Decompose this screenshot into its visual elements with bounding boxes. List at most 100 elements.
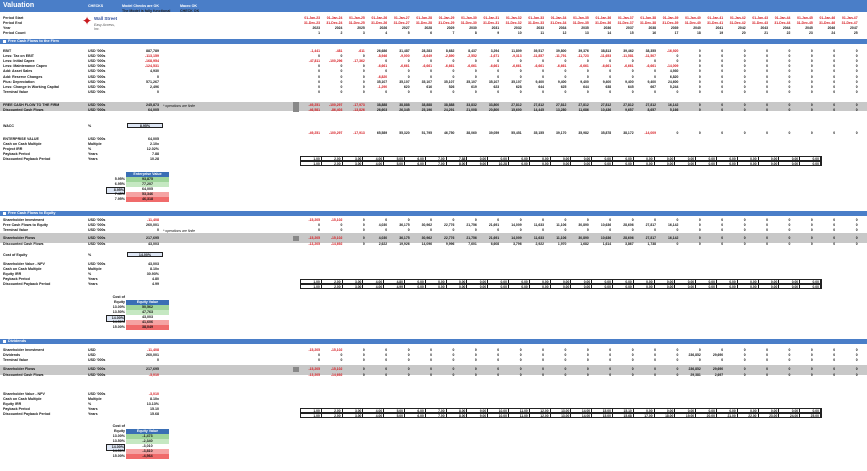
period-value-cell: 0 [564,367,567,371]
section-dividends[interactable]: Dividends [0,339,867,344]
period-value-cell: 0 [340,84,343,89]
period-value-cell: 0 [385,69,388,74]
period-value-cell: 0 [407,348,410,352]
period-value-cell: -1,441 [310,49,320,53]
row-unit: USD '000s [88,79,106,84]
period-value-cell: 0 [474,228,477,233]
payback-cell: 15.00 [592,414,613,418]
section-fcff[interactable]: Free Cash Flows to the Firm [0,39,867,44]
period-value-cell: 0 [833,223,836,228]
period-value-cell: 0 [743,348,746,352]
period-value-cell: 1,738 [647,242,657,246]
period-value-cell: 0 [788,348,791,352]
row-total: 7.88 [152,152,159,157]
wacc-flow-cell: 35,982 [578,131,589,135]
period-value-cell: 0 [362,358,365,363]
period-value-cell: 22,776 [444,236,455,240]
period-value-cell: 0 [676,242,679,246]
period-value-cell: 0 [586,367,589,371]
period-end-cell: 31-Dec-36 [595,21,612,25]
period-value-cell: 0 [519,74,522,79]
payback-cell: 4.00 [363,280,385,284]
coe-input[interactable]: 14.00% [127,252,163,257]
period-value-cell: 11,809 [511,49,522,53]
period-value-cell: 39,462 [623,49,634,53]
payback-cell: 3.00 [343,280,364,284]
row-total: 4.99 [152,282,159,287]
period-value-cell: 35,107 [444,79,455,84]
section-fcfe[interactable]: Free Cash Flows to Equity [0,211,867,216]
payback-cell: 0.00 [530,162,551,166]
collapse-icon[interactable] [3,211,6,215]
row-label: Discounted Cash Flows [3,242,44,246]
row-label: Terminal Value [3,228,29,233]
period-value-cell: 0 [721,84,724,89]
period-value-cell: 0 [318,358,320,363]
payback-cell: 0.00 [696,280,717,284]
collapse-icon[interactable] [3,339,6,343]
period-value-cell: 0 [564,228,567,233]
period-label: Period End [3,21,22,25]
sens-row: 14.50%41,606 [100,320,169,325]
period-value-cell: 0 [430,373,432,377]
payback-cell: 0.00 [509,280,530,284]
period-value-cell: 0 [474,373,477,377]
period-value-cell: -49,251 [308,103,321,107]
period-value-cell: 16,142 [668,236,679,240]
payback-cell: 2.00 [322,409,343,413]
period-end-cell: 31-Dec-39 [662,21,679,25]
wacc-flow-cell: 0 [698,131,701,135]
period-value-cell: 21,756 [466,223,477,228]
period-value-cell: -6,661 [422,64,432,69]
row-label: Terminal Value [3,358,29,363]
period-value-cell: 9,400 [625,79,634,84]
period-count-cell: 13 [585,31,589,35]
period-value-cell: 13,280 [556,108,567,112]
period-value-cell: 0 [810,49,813,53]
period-value-cell: 0 [766,242,768,246]
payback-cell: 7.00 [426,414,447,418]
period-start-cell: 01-Jan-39 [662,16,679,20]
sens-value: -4,564 [126,454,169,459]
period-value-cell: 0 [766,223,768,228]
period-value-cell: 9,400 [557,79,567,84]
row-total: 8.10x [150,397,159,402]
payback-cell: 21.00 [717,414,738,418]
year-cell: 2032 [514,26,522,30]
period-start-cell: 01-Jan-43 [752,16,768,20]
row-label: Less: Maintenance Capex [3,64,47,69]
period-value-cell: 0 [721,74,724,79]
period-value-cell: -11,581 [622,54,634,59]
row-total: 4,930 [150,69,159,74]
collapse-icon[interactable] [3,39,6,43]
payback-cell: 15.00 [592,409,613,413]
wacc-unit: % [88,124,92,128]
wacc-label: WACC [3,124,14,128]
period-value-cell: -100,296 [329,59,343,64]
period-value-cell: 0 [810,54,813,59]
period-value-cell: 0 [519,218,522,222]
wacc-input[interactable]: 8.95% [127,123,163,128]
row-unit: Years [88,282,98,287]
period-value-cell: 0 [407,367,410,371]
period-value-cell: 0 [698,242,701,246]
period-value-cell: 11,686 [578,108,589,112]
period-value-cell: 3,796 [513,242,522,246]
year-cell: 2046 [827,26,836,30]
period-value-cell: 0 [721,69,724,74]
period-value-cell: 0 [497,358,500,363]
finite-note: * operations are finite [163,104,196,108]
payback-cell: 1.00 [301,157,322,161]
row-total: -124,531 [144,64,159,69]
payback-cell: 3.00 [343,162,364,166]
period-value-cell: 0 [698,89,701,94]
period-value-cell: 0 [362,223,365,228]
row-unit: USD '000s [88,228,106,233]
period-value-cell: 0 [855,373,858,377]
period-value-cell: 0 [788,59,791,64]
payback-cell: 3.00 [343,414,364,418]
row-label: Project IRR [3,147,23,152]
